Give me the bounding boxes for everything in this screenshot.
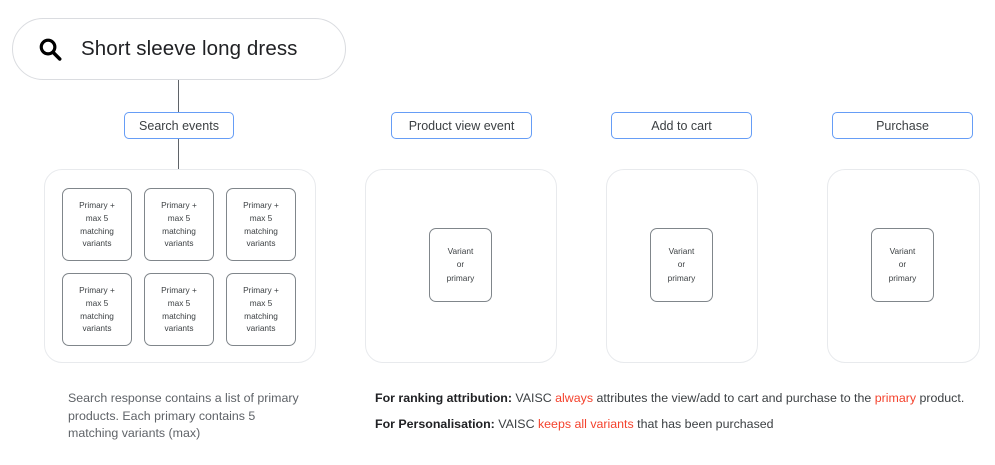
- connector-line-top: [178, 80, 180, 112]
- pill-purchase[interactable]: Purchase: [832, 112, 973, 139]
- annotation-text: product.: [916, 391, 965, 405]
- connector-line-bottom: [178, 139, 180, 170]
- annotation-label: For Personalisation:: [375, 416, 495, 431]
- annotation-text: VAISC: [511, 391, 556, 405]
- search-icon: [39, 38, 62, 61]
- search-response-caption: Search response contains a list of prima…: [68, 391, 299, 441]
- pill-add-to-cart[interactable]: Add to cart: [611, 112, 752, 139]
- pill-search-events[interactable]: Search events: [124, 112, 234, 139]
- annotation-highlight: always: [555, 391, 594, 405]
- annotation-highlight: keeps all variants: [537, 416, 634, 431]
- annotation-highlight: primary: [874, 391, 917, 405]
- annotation-label: For ranking attribution:: [375, 391, 512, 405]
- search-query-text: Short sleeve long dress: [81, 37, 298, 60]
- annotation-line: For ranking attribution: VAISC always at…: [375, 390, 985, 408]
- search-bar[interactable]: Short sleeve long dress: [12, 18, 346, 80]
- pill-product-view-event[interactable]: Product view event: [391, 112, 532, 139]
- annotation-text: VAISC: [494, 416, 538, 431]
- attribution-annotations: For ranking attribution: VAISC always at…: [375, 390, 985, 434]
- annotation-text: attributes the view/add to cart and purc…: [593, 391, 875, 405]
- annotation-line: For Personalisation: VAISC keeps all var…: [375, 416, 985, 434]
- annotation-text: that has been purchased: [633, 416, 774, 431]
